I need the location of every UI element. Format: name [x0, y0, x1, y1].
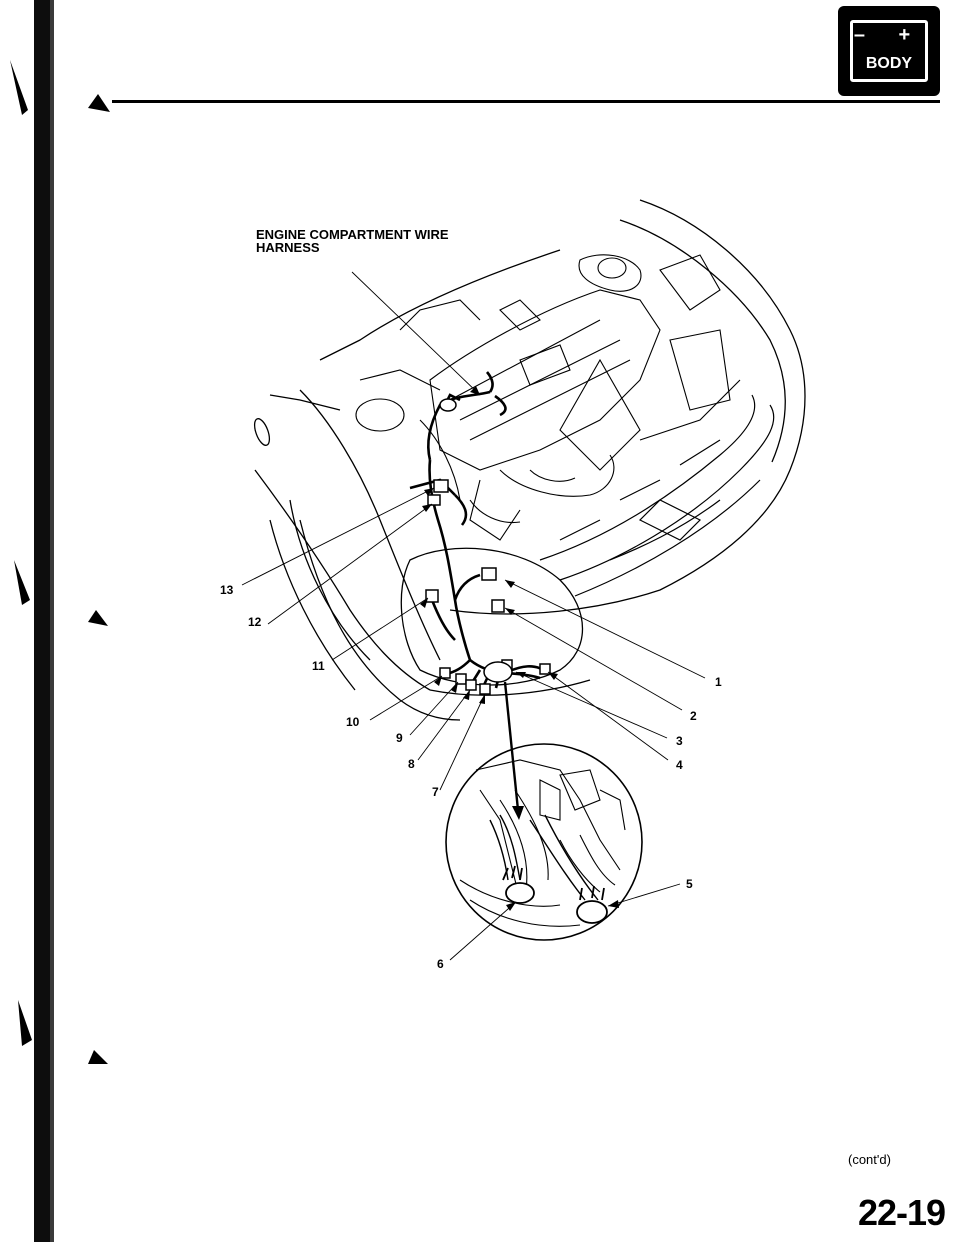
battery-body-icon: – + BODY — [838, 6, 940, 96]
engine-block — [355, 254, 741, 541]
front-grille — [539, 394, 775, 597]
battery-terminal-signs: – + — [853, 24, 925, 46]
detail-inset — [445, 743, 681, 961]
callout-11: 11 — [312, 659, 325, 673]
callout-3: 3 — [676, 734, 683, 748]
header-rule — [112, 100, 940, 103]
connector-13 — [433, 479, 449, 493]
connector-2 — [491, 599, 505, 613]
connectors — [425, 398, 551, 695]
harness-title-label: ENGINE COMPARTMENT WIRE HARNESS — [256, 227, 449, 255]
binding-edge-shadow — [50, 0, 54, 1242]
edge-mark-mid-right — [88, 610, 108, 626]
leader-arrowheads — [420, 386, 558, 704]
edge-mark-bottom-left — [18, 1000, 32, 1046]
callout-8: 8 — [408, 757, 415, 771]
edge-mark-bottom-right — [88, 1050, 108, 1064]
detail-pointer-arrowhead — [512, 806, 524, 820]
detail-pointer — [503, 681, 520, 811]
section-label-body: BODY — [865, 55, 913, 72]
callout-6: 6 — [437, 957, 444, 971]
page-number: 22-19 — [858, 1192, 946, 1233]
callout-9: 9 — [396, 731, 403, 745]
callout-4: 4 — [676, 758, 683, 772]
edge-mark-top-left — [10, 60, 28, 115]
callout-1: 1 — [715, 675, 722, 689]
connector-4 — [539, 663, 551, 675]
relay-cluster — [483, 661, 513, 683]
callout-7: 7 — [432, 785, 439, 799]
connector-1 — [481, 567, 497, 581]
edge-mark-top-right — [88, 94, 110, 112]
car-body-outline — [253, 199, 806, 721]
connector-11 — [425, 589, 439, 603]
connector-12 — [427, 494, 441, 506]
connector-10 — [439, 667, 451, 679]
binding-edge — [34, 0, 50, 1242]
callout-2: 2 — [690, 709, 697, 723]
callout-10: 10 — [346, 715, 360, 729]
connector-8 — [465, 679, 477, 691]
continued-note: (cont'd) — [848, 1152, 891, 1167]
edge-marks — [10, 60, 110, 1064]
callout-13: 13 — [220, 583, 234, 597]
connector-7 — [479, 683, 491, 695]
edge-mark-mid-left — [14, 560, 30, 605]
leader-lines — [241, 271, 706, 791]
connector-9 — [455, 673, 467, 685]
callout-5: 5 — [686, 877, 693, 891]
callout-12: 12 — [248, 615, 262, 629]
